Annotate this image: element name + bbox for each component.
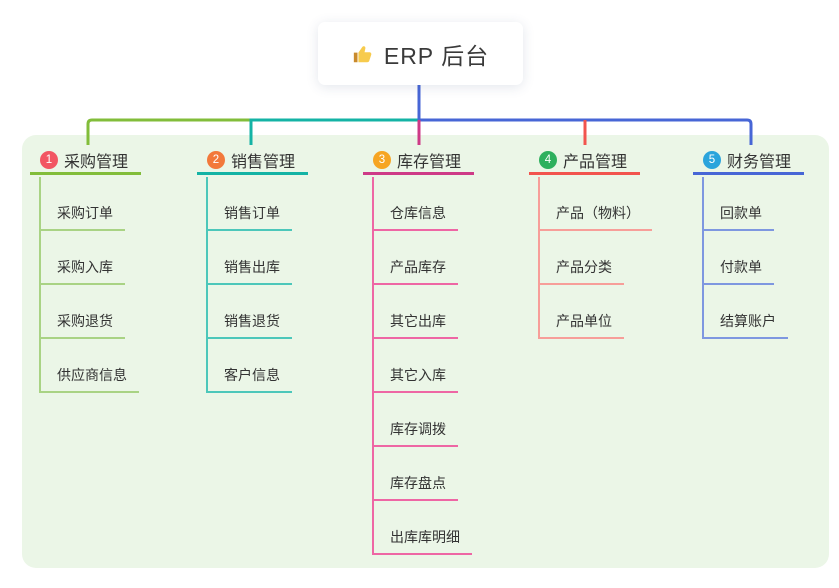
child-node[interactable]: 结算账户 [704,311,788,339]
child-row: 销售订单 [208,177,292,231]
branch-title: 产品管理 [563,153,628,171]
child-row: 付款单 [704,231,788,285]
branch-children: 产品（物料） 产品分类 产品单位 [538,177,652,339]
branch: 1 采购管理 采购订单 采购入库 采购退货 供应商信息 [30,147,200,393]
child-row: 产品分类 [540,231,652,285]
child-row: 出库库明细 [374,501,472,555]
child-node[interactable]: 采购退货 [41,311,125,339]
branch-title: 财务管理 [727,153,792,171]
child-node[interactable]: 其它入库 [374,365,458,393]
child-row: 客户信息 [208,339,292,393]
child-node[interactable]: 出库库明细 [374,527,472,555]
child-row: 销售退货 [208,285,292,339]
child-node[interactable]: 销售订单 [208,203,292,231]
branch-title: 库存管理 [397,153,462,171]
branch-header[interactable]: 4 产品管理 [529,147,640,175]
child-node[interactable]: 产品分类 [540,257,624,285]
child-row: 产品（物料） [540,177,652,231]
child-row: 库存调拨 [374,393,472,447]
child-node[interactable]: 供应商信息 [41,365,139,393]
child-row: 销售出库 [208,231,292,285]
child-node[interactable]: 销售退货 [208,311,292,339]
branch-children: 采购订单 采购入库 采购退货 供应商信息 [39,177,139,393]
child-node[interactable]: 回款单 [704,203,774,231]
child-row: 回款单 [704,177,788,231]
branch: 2 销售管理 销售订单 销售出库 销售退货 客户信息 [197,147,367,393]
branch-children: 销售订单 销售出库 销售退货 客户信息 [206,177,292,393]
branch-number-badge: 1 [40,150,58,169]
child-row: 采购订单 [41,177,139,231]
branches-panel [22,135,829,568]
child-row: 供应商信息 [41,339,139,393]
child-row: 其它入库 [374,339,472,393]
child-node[interactable]: 库存盘点 [374,473,458,501]
child-node[interactable]: 采购订单 [41,203,125,231]
child-row: 结算账户 [704,285,788,339]
child-node[interactable]: 产品库存 [374,257,458,285]
child-row: 库存盘点 [374,447,472,501]
child-row: 其它出库 [374,285,472,339]
child-node[interactable]: 客户信息 [208,365,292,393]
branch: 3 库存管理 仓库信息 产品库存 其它出库 其它入库 库存调拨 库存盘点 出库库… [363,147,533,555]
thumbs-up-icon [352,43,374,65]
root-title: ERP 后台 [383,42,490,69]
branch-number-badge: 4 [539,150,557,169]
branch-title: 采购管理 [64,153,129,171]
branch-header[interactable]: 5 财务管理 [693,147,804,175]
branch: 5 财务管理 回款单 付款单 结算账户 [693,147,839,339]
branch: 4 产品管理 产品（物料） 产品分类 产品单位 [529,147,699,339]
root-node[interactable]: ERP 后台 [318,22,523,85]
child-node[interactable]: 产品单位 [540,311,624,339]
branch-children: 回款单 付款单 结算账户 [702,177,788,339]
child-row: 采购入库 [41,231,139,285]
child-node[interactable]: 销售出库 [208,257,292,285]
branch-title: 销售管理 [231,153,296,171]
child-node[interactable]: 采购入库 [41,257,125,285]
branch-header[interactable]: 1 采购管理 [30,147,141,175]
child-node[interactable]: 库存调拨 [374,419,458,447]
child-row: 仓库信息 [374,177,472,231]
branch-header[interactable]: 3 库存管理 [363,147,474,175]
child-row: 采购退货 [41,285,139,339]
child-node[interactable]: 产品（物料） [540,203,652,231]
child-node[interactable]: 其它出库 [374,311,458,339]
branch-number-badge: 2 [207,150,225,169]
branch-header[interactable]: 2 销售管理 [197,147,308,175]
child-node[interactable]: 付款单 [704,257,774,285]
child-row: 产品单位 [540,285,652,339]
child-node[interactable]: 仓库信息 [374,203,458,231]
child-row: 产品库存 [374,231,472,285]
branch-children: 仓库信息 产品库存 其它出库 其它入库 库存调拨 库存盘点 出库库明细 [372,177,472,555]
branch-number-badge: 3 [373,150,391,169]
branch-number-badge: 5 [703,150,721,169]
